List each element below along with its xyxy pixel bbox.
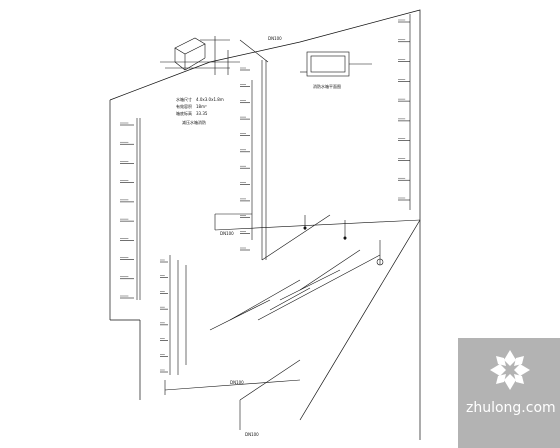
pipe-label-0: DN100 <box>220 231 234 236</box>
central-level-ticks <box>240 67 250 251</box>
zhulong-logo-icon <box>490 350 530 390</box>
tank-spec-value-2: 33.35 <box>196 111 208 116</box>
right-level-ticks <box>398 19 410 201</box>
tank-spec-value-1: 18m³ <box>196 104 207 109</box>
lower-level-ticks <box>160 259 168 373</box>
valve-icon <box>343 236 347 240</box>
tank-spec-label-2: 箱底标高 <box>176 110 192 116</box>
pipe-label-1: DN100 <box>230 380 244 385</box>
pipe-label-3: DN100 <box>268 36 282 41</box>
tank-spec-block: 水箱尺寸 4.0x3.0x1.8m 有效容积 18m³ 箱底标高 33.35 减… <box>176 96 224 125</box>
central-risers <box>251 60 267 260</box>
tank-spec-value-0: 4.0x3.0x1.8m <box>196 97 224 102</box>
tank-axonometric <box>160 36 269 75</box>
tank-spec-label-0: 水箱尺寸 <box>176 96 192 102</box>
valve-symbols <box>303 226 384 266</box>
boundary-lines <box>109 9 421 440</box>
valve-icon <box>376 258 384 266</box>
tank-plan-view <box>300 51 372 77</box>
left-level-ticks <box>120 122 134 299</box>
watermark: zhulong.com <box>458 338 560 448</box>
valve-icon <box>303 226 307 230</box>
watermark-brand: zhulong.com <box>466 400 556 416</box>
pipe-label-2: DN100 <box>245 432 259 437</box>
plan-caption: 消防水箱平面图 <box>313 83 341 89</box>
tank-note: 减压水箱消防 <box>182 119 206 125</box>
lower-risers <box>169 255 187 375</box>
tank-spec-label-1: 有效容积 <box>176 103 192 109</box>
left-riser <box>136 118 141 300</box>
branch-pipes <box>164 213 421 430</box>
